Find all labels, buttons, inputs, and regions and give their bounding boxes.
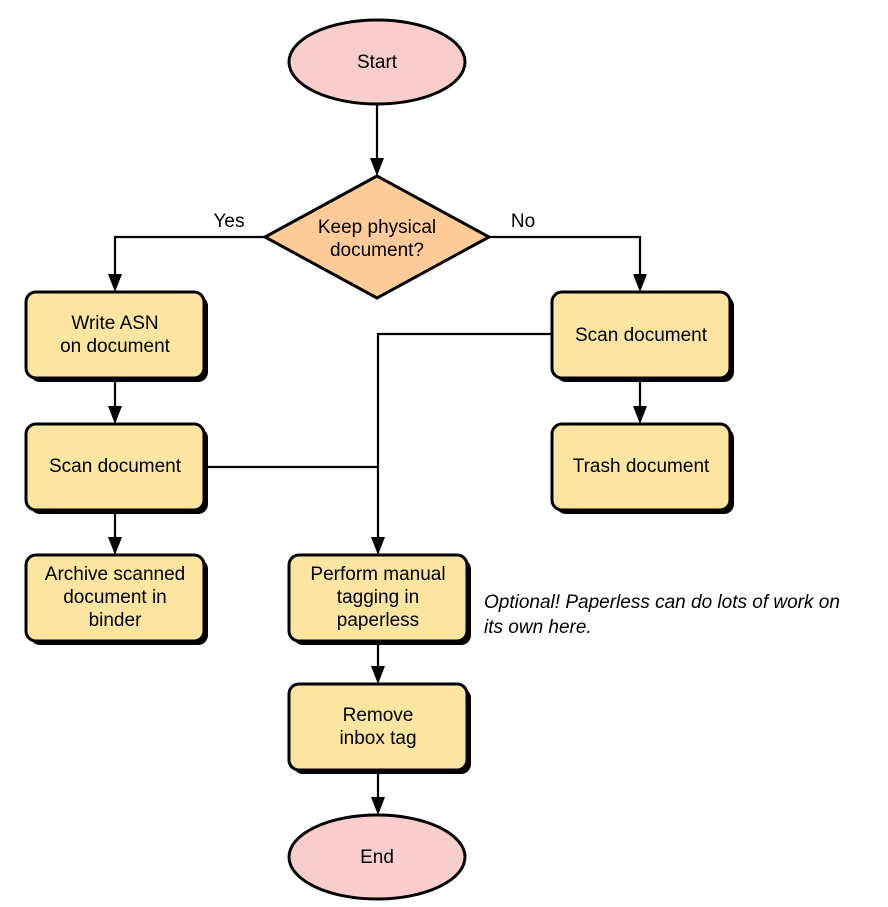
annotation-optional-paperless: Optional! Paperless can do lots of work … [484,592,840,638]
node-archive-label-line3: binder [89,610,142,631]
node-end[interactable]: End [287,813,467,901]
node-scan-document-right-label: Scan document [575,325,708,346]
edge-tagging-to-remove-inbox [371,641,385,684]
node-write-asn-on-document[interactable]: Write ASN on document [24,290,208,382]
node-write-asn-label-line1: Write ASN [71,313,158,334]
annotation-line2: its own here. [484,617,592,638]
node-tagging-label-line3: paperless [337,610,419,631]
node-scan-document-left[interactable]: Scan document [24,422,208,514]
edge-label-no: No [511,211,535,232]
node-start[interactable]: Start [287,18,467,106]
node-archive-label-line1: Archive scanned [45,564,185,585]
node-remove-inbox-tag[interactable]: Remove inbox tag [287,682,471,774]
edge-decision-no-to-scan-right [489,235,647,292]
edge-decision-yes-to-write-asn [108,235,265,292]
edge-scan-right-to-trash [633,378,647,424]
node-tagging-label-line1: Perform manual [310,564,445,585]
node-scan-document-right[interactable]: Scan document [550,290,734,382]
edge-label-yes: Yes [214,211,245,232]
node-decision-label-line1: Keep physical [318,217,436,238]
node-remove-inbox-label-line1: Remove [343,705,414,726]
node-tagging-label-line2: tagging in [337,587,419,608]
node-end-label: End [360,847,394,868]
node-remove-inbox-label-line2: inbox tag [339,728,416,749]
node-archive-scanned-document[interactable]: Archive scanned document in binder [24,553,208,645]
node-trash-document[interactable]: Trash document [550,422,734,514]
annotation-line1: Optional! Paperless can do lots of work … [484,592,840,613]
node-write-asn-label-line2: on document [60,336,171,357]
node-trash-document-label: Trash document [573,456,710,477]
node-decision-label-line2: document? [330,240,424,261]
node-archive-label-line2: document in [63,587,167,608]
edge-start-to-decision [370,104,384,176]
edge-remove-inbox-to-end [371,771,385,815]
node-start-label: Start [357,52,398,73]
edge-write-asn-to-scan-left [108,378,122,424]
node-perform-manual-tagging[interactable]: Perform manual tagging in paperless [287,553,471,645]
node-decision-keep-physical-document[interactable]: Keep physical document? [261,174,493,300]
edge-scan-left-to-archive [108,510,122,555]
node-scan-document-left-label: Scan document [49,456,182,477]
edge-scan-right-to-tagging [371,332,552,555]
